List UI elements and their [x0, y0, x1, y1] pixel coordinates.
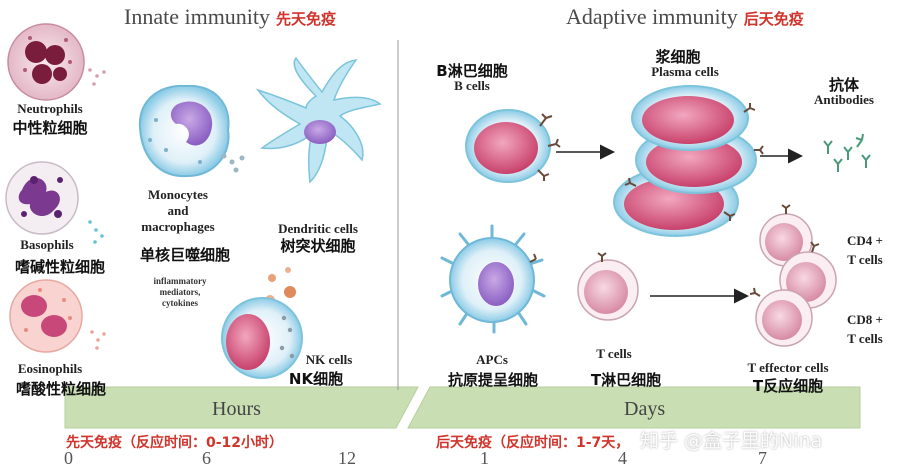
- mediators-label-3: cytokines: [162, 298, 198, 308]
- monocytes-label-cn: 单核巨噬细胞: [139, 246, 230, 264]
- neutrophils-label-en: Neutrophils: [17, 101, 83, 116]
- b-cell: [465, 109, 561, 183]
- eosinophil-cell: [9, 279, 106, 353]
- watermark: 知乎 @盒子里的Nina: [640, 430, 823, 452]
- innate-title-en: Innate immunity: [124, 4, 271, 29]
- basophil-cell: [5, 161, 104, 244]
- t-effector-cells: [749, 204, 837, 347]
- innate-title-cn: 先天免疫: [276, 10, 337, 28]
- effector-label-en: T effector cells: [747, 360, 829, 375]
- apc-cell: [440, 224, 546, 334]
- days-tick-4: 4: [618, 448, 627, 468]
- mediators-label-2: mediators,: [159, 287, 201, 297]
- antibody-glyphs: [823, 133, 871, 172]
- hours-axis-label: Hours: [212, 398, 261, 420]
- bcells-label-cn: B淋巴细胞: [436, 62, 508, 80]
- dendritic-label-en: Dendritic cells: [278, 221, 358, 236]
- apcs-label-cn: 抗原提呈细胞: [447, 371, 538, 389]
- cd8-label-1: CD8 +: [847, 312, 883, 327]
- cd8-label-2: T cells: [847, 331, 883, 346]
- nk-cell: [221, 297, 303, 379]
- macrophage-cell: [138, 84, 245, 178]
- days-axis-label: Days: [624, 398, 666, 420]
- dendritic-label-cn: 树突状细胞: [280, 237, 356, 255]
- plasma-label-cn: 浆细胞: [655, 48, 701, 66]
- plasma-cells: [613, 85, 764, 237]
- nk-label-cn: NK细胞: [288, 370, 344, 388]
- adaptive-caption: 后天免疫（反应时间：1-7天，: [436, 435, 630, 451]
- tcells-label-en: T cells: [596, 346, 632, 361]
- monocytes-label-en-2: and: [167, 203, 189, 218]
- days-tick-7: 7: [758, 448, 767, 468]
- eosinophils-label-cn: 嗜酸性粒细胞: [15, 380, 106, 398]
- tcells-label-cn: T淋巴细胞: [590, 371, 662, 389]
- eosinophils-label-en: Eosinophils: [17, 361, 83, 376]
- hours-tick-6: 6: [202, 448, 211, 468]
- t-cell: [577, 252, 639, 321]
- neutrophils-label-cn: 中性粒细胞: [12, 119, 88, 137]
- cd4-label-2: T cells: [847, 252, 883, 267]
- apcs-label-en: APCs: [476, 352, 508, 367]
- dendritic-cell: [255, 56, 382, 184]
- hours-tick-12: 12: [338, 448, 356, 468]
- adaptive-title: Adaptive immunity 后天免疫: [566, 4, 804, 30]
- plasma-label-en: Plasma cells: [651, 64, 719, 79]
- mediators-label-1: inflammatory: [153, 276, 207, 286]
- antibodies-label-en: Antibodies: [814, 92, 874, 107]
- neutrophil-cell: [7, 23, 106, 101]
- hours-band: [64, 386, 419, 429]
- basophils-label-en: Basophils: [20, 237, 74, 252]
- innate-title: Innate immunity 先天免疫: [124, 4, 336, 30]
- adaptive-title-cn: 后天免疫: [743, 10, 804, 28]
- antibodies-label-cn: 抗体: [828, 76, 859, 94]
- nk-label-en: NK cells: [305, 352, 353, 367]
- hours-tick-0: 0: [64, 448, 73, 468]
- bcells-label-en: B cells: [454, 78, 490, 93]
- basophils-label-cn: 嗜碱性粒细胞: [14, 258, 105, 276]
- adaptive-title-en: Adaptive immunity: [566, 4, 738, 29]
- monocytes-label-en-3: macrophages: [141, 219, 215, 234]
- innate-caption: 先天免疫（反应时间：0-12小时）: [66, 435, 284, 451]
- days-tick-1: 1: [480, 448, 489, 468]
- monocytes-label-en-1: Monocytes: [148, 187, 208, 202]
- days-band: [407, 386, 861, 429]
- effector-label-cn: T反应细胞: [752, 377, 824, 395]
- cd4-label-1: CD4 +: [847, 233, 883, 248]
